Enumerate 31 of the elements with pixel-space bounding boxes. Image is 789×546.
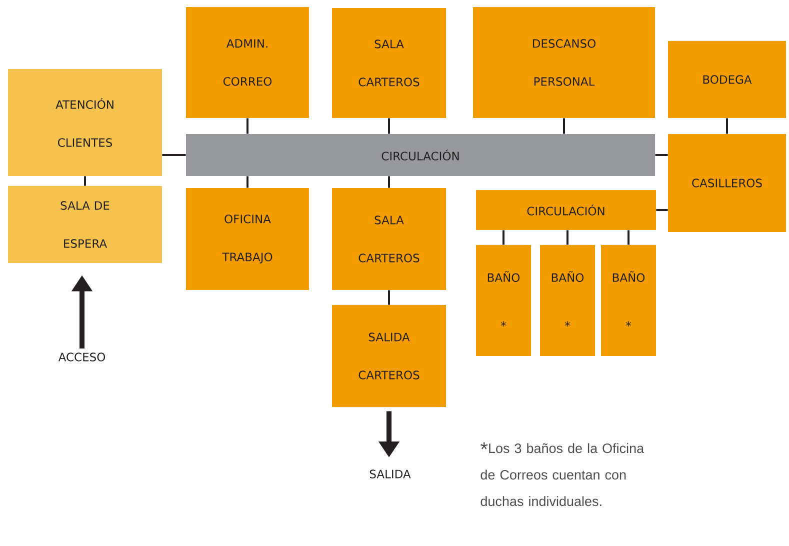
corridor-box: CIRCULACIÓN bbox=[476, 190, 656, 230]
room-box: ATENCIÓN CLIENTES bbox=[8, 69, 162, 176]
room-box: CASILLEROS bbox=[668, 134, 786, 232]
corridor-band: CIRCULACIÓN bbox=[186, 134, 655, 176]
room-box: OFICINA TRABAJO bbox=[186, 188, 309, 290]
room-box: BODEGA bbox=[668, 41, 786, 118]
connector-line bbox=[566, 230, 568, 245]
room-box: SALA CARTEROS bbox=[332, 188, 446, 290]
connector-line bbox=[388, 118, 390, 134]
connector-line bbox=[656, 209, 668, 211]
room-box: DESCANSO PERSONAL bbox=[473, 7, 655, 118]
connector-line bbox=[388, 290, 390, 305]
bathroom-box: BAÑO * bbox=[540, 245, 595, 356]
exit-label: SALIDA bbox=[370, 470, 411, 478]
connector-line bbox=[563, 118, 565, 134]
connector-line bbox=[502, 230, 504, 245]
room-box: SALA DE ESPERA bbox=[8, 186, 162, 263]
connector-line bbox=[246, 176, 248, 188]
room-box: SALIDA CARTEROS bbox=[332, 305, 446, 407]
bathroom-box: BAÑO * bbox=[476, 245, 531, 356]
connector-line bbox=[84, 176, 86, 186]
connector-line bbox=[726, 118, 728, 134]
connector-line bbox=[628, 230, 630, 245]
bathroom-box: BAÑO * bbox=[601, 245, 656, 356]
connector-line bbox=[162, 154, 186, 156]
connector-line bbox=[655, 154, 668, 156]
room-box: ADMIN. CORREO bbox=[186, 7, 309, 118]
room-box: SALA CARTEROS bbox=[332, 8, 446, 118]
connector-line bbox=[388, 176, 390, 188]
entrance-label: ACCESO bbox=[58, 352, 106, 362]
connector-line bbox=[246, 118, 248, 134]
